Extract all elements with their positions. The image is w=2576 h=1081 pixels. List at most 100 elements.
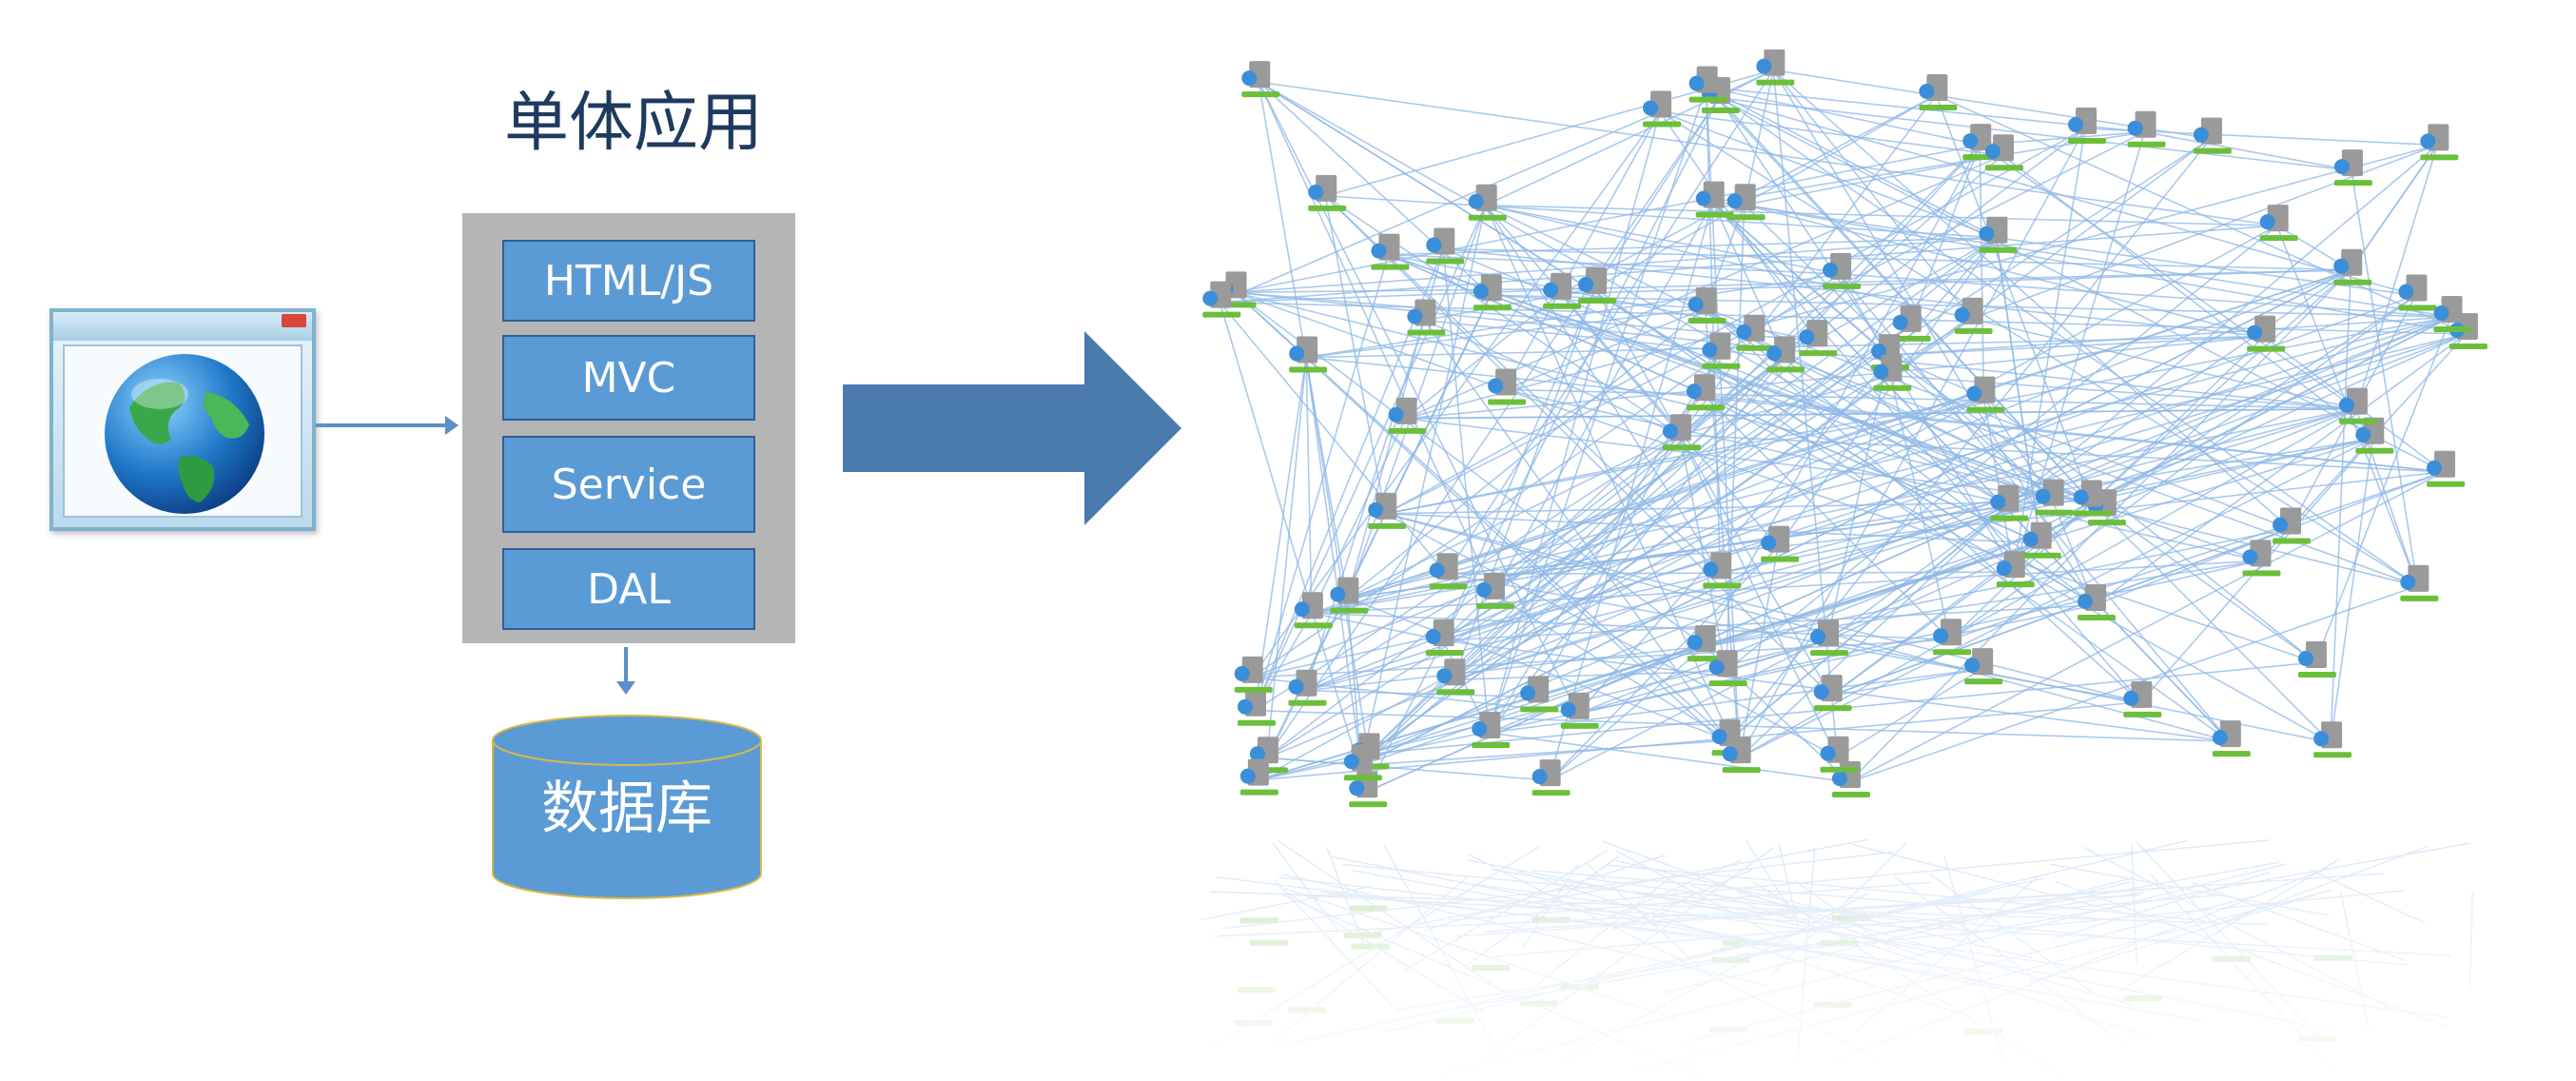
server-node-icon xyxy=(1688,66,1727,103)
network-edge xyxy=(1235,236,1997,294)
network-edge xyxy=(1718,97,2445,473)
network-edge xyxy=(1251,110,1661,678)
network-edge xyxy=(1536,438,2373,698)
network-edge xyxy=(1659,110,2418,587)
browser-window-icon xyxy=(49,308,316,531)
network-edge xyxy=(1890,374,2356,410)
network-edge xyxy=(1908,144,1981,327)
server-node-icon xyxy=(1560,692,1599,729)
network-edge xyxy=(1258,81,1494,595)
network-edge xyxy=(1235,144,1981,294)
network-edge xyxy=(1219,110,1661,304)
network-edge xyxy=(1453,287,1596,680)
network-edge xyxy=(1251,572,1721,678)
network-edge xyxy=(1840,273,2451,318)
server-node-icon xyxy=(1472,711,1511,748)
network-edge xyxy=(1347,504,2008,599)
network-edge xyxy=(1679,94,1938,436)
network-edge xyxy=(1347,268,2352,599)
server-node-icon xyxy=(1996,551,2035,588)
server-node-icon xyxy=(1468,184,1507,221)
network-edge xyxy=(1453,325,1911,680)
network-edge xyxy=(1385,513,2231,742)
server-node-icon xyxy=(1368,492,1407,529)
network-edge xyxy=(1949,336,2265,640)
network-edge xyxy=(1549,645,1706,781)
network-edge xyxy=(1726,225,2278,672)
server-node-icon xyxy=(1919,73,1958,110)
network-edge xyxy=(2104,509,2316,663)
server-node-icon xyxy=(1238,689,1277,726)
network-edge xyxy=(1705,307,2141,703)
network-edge xyxy=(1235,287,1596,294)
server-node-icon xyxy=(1933,619,1972,656)
network-edge xyxy=(1839,273,2231,742)
server-node-icon xyxy=(1820,736,1859,773)
network-edge xyxy=(1384,131,2145,515)
network-edge xyxy=(1347,316,2451,599)
network-edge xyxy=(1712,202,2231,742)
network-edge xyxy=(1738,546,1779,758)
server-node-icon xyxy=(2273,507,2312,544)
network-edge xyxy=(1704,144,1981,647)
network-edge xyxy=(1385,513,2040,544)
network-edge xyxy=(1536,353,1721,698)
layer-service: Service xyxy=(502,436,755,533)
server-node-icon xyxy=(1662,414,1701,451)
server-node-icon xyxy=(2022,521,2061,559)
server-node-icon xyxy=(1810,619,1849,657)
server-node-icon xyxy=(1234,656,1273,693)
server-node-icon xyxy=(1873,354,1912,391)
server-node-icon xyxy=(1429,553,1468,590)
network-edge xyxy=(1254,709,2230,742)
server-node-icon xyxy=(2338,387,2377,424)
db-connector-line xyxy=(624,647,628,685)
network-edge xyxy=(1385,396,1984,515)
network-edge xyxy=(1888,335,2265,356)
arrowhead-icon xyxy=(445,416,459,435)
browser-titlebar xyxy=(53,312,312,341)
network-edge xyxy=(1744,154,2003,206)
network-edge xyxy=(1504,307,1706,391)
network-edge xyxy=(1489,732,1850,783)
network-edge xyxy=(1493,202,1714,595)
server-node-icon xyxy=(2333,149,2372,187)
network-edge xyxy=(1488,645,1706,734)
network-edge xyxy=(1837,668,1982,758)
network-edge xyxy=(1485,205,1721,574)
network-edge xyxy=(1258,81,2008,507)
server-node-icon xyxy=(1308,174,1347,211)
network-edge xyxy=(1442,333,2468,641)
server-node-icon xyxy=(2123,680,2162,717)
network-edge xyxy=(1703,394,2445,473)
server-node-icon xyxy=(1722,737,1761,774)
network-edge xyxy=(2007,316,2451,507)
network-edge xyxy=(1743,69,1775,206)
server-node-icon xyxy=(1686,374,1725,411)
diagram-title: 单体应用 xyxy=(503,86,763,161)
server-node-icon xyxy=(2333,248,2372,285)
network-edge xyxy=(1772,69,2291,530)
network-edge xyxy=(1659,110,2003,157)
network-edge xyxy=(1443,247,2352,271)
network-edge xyxy=(1595,268,2352,289)
server-node-icon xyxy=(1532,759,1571,796)
network-edge xyxy=(1453,340,1817,680)
network-edge xyxy=(2355,145,2439,409)
server-node-icon xyxy=(1736,314,1775,351)
network-edge xyxy=(1727,504,2008,741)
network-edge xyxy=(1365,97,1720,793)
network-edge xyxy=(1777,237,1998,548)
network-edge xyxy=(1443,247,2265,338)
network-edge xyxy=(1679,434,2445,473)
network-edge xyxy=(1783,356,2092,502)
server-node-icon xyxy=(1425,619,1464,657)
network-edge xyxy=(1706,86,2418,587)
network-edge xyxy=(1266,97,1720,758)
globe-icon xyxy=(105,354,264,514)
layer-mvc: MVC xyxy=(502,335,755,421)
server-node-icon xyxy=(1688,286,1727,324)
network-edge xyxy=(1493,237,1997,595)
server-node-icon xyxy=(2073,480,2112,517)
network-edge xyxy=(1384,513,1838,758)
